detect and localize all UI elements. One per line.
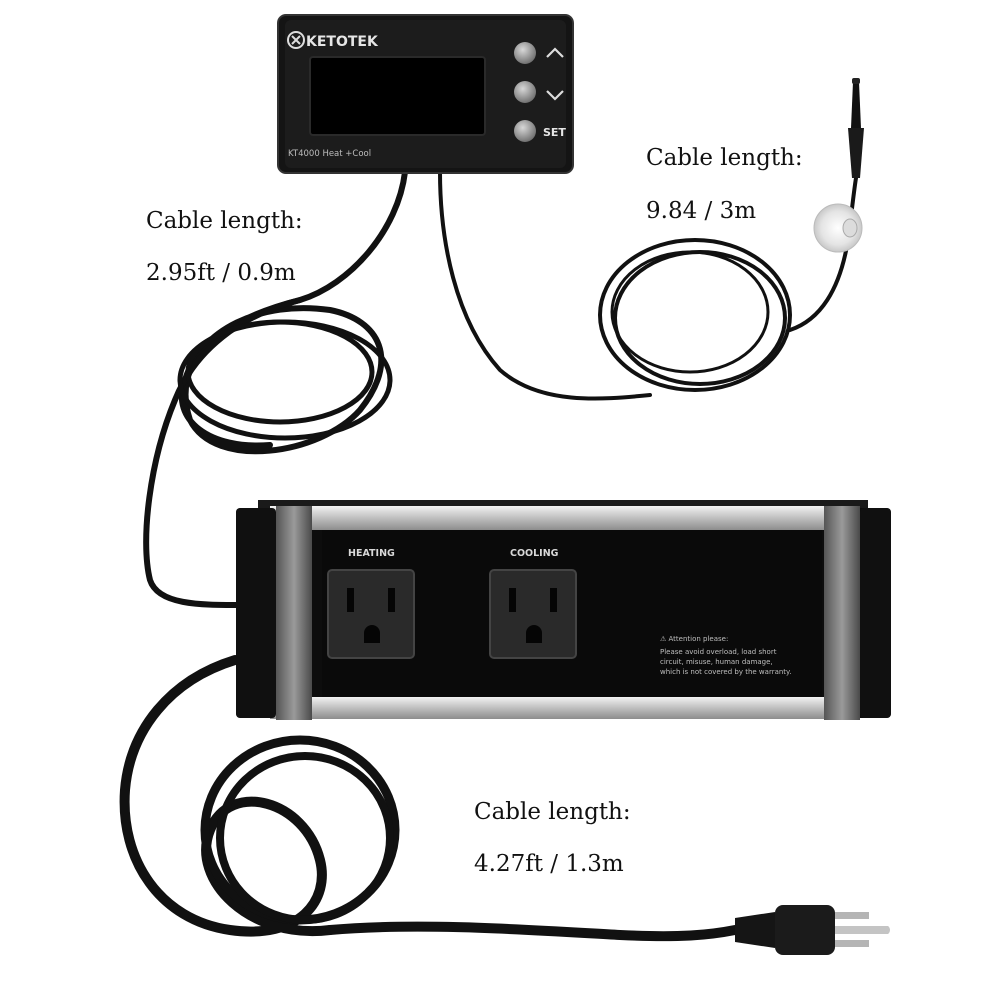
down-button[interactable]: [514, 81, 536, 103]
heating-label: HEATING: [348, 548, 395, 559]
power-cable-caption-value: 4.27ft / 1.3m: [474, 851, 624, 877]
power-cable: [119, 655, 740, 942]
sensor-cable-caption-value: 9.84 / 3m: [646, 198, 757, 224]
down-arrow-icon: [546, 90, 564, 101]
warning-line: circuit, misuse, human damage,: [660, 658, 773, 666]
warning-line: Please avoid overload, load short: [660, 648, 777, 656]
controller-cable: [143, 169, 408, 608]
set-button[interactable]: [514, 120, 536, 142]
outlet-box: HEATING COOLING ⚠ Attention please: Plea…: [236, 500, 891, 720]
controller-cable-caption-title: Cable length:: [146, 208, 303, 234]
ketotek-logo-icon: [287, 31, 305, 49]
warning-title: ⚠ Attention please:: [660, 635, 728, 643]
cooling-outlet[interactable]: [489, 569, 577, 659]
set-label: SET: [543, 126, 566, 139]
controller-cable-caption-value: 2.95ft / 0.9m: [146, 260, 296, 286]
up-button[interactable]: [514, 42, 536, 64]
lcd-display: [309, 56, 486, 136]
brand-label: KETOTEK: [306, 34, 379, 50]
model-label: KT4000 Heat +Cool: [288, 149, 371, 159]
sensor-cable-caption-title: Cable length:: [646, 145, 803, 171]
warning-text: ⚠ Attention please: Please avoid overloa…: [660, 635, 791, 676]
power-cable-caption-title: Cable length:: [474, 799, 631, 825]
up-arrow-icon: [546, 47, 564, 58]
suction-cup-icon: [813, 203, 863, 253]
cooling-label: COOLING: [510, 548, 559, 559]
warning-line: which is not covered by the warranty.: [660, 668, 791, 676]
controller-unit: KETOTEK KT4000 Heat +Cool SET: [277, 14, 574, 174]
plug-icon: [735, 905, 891, 955]
heating-outlet[interactable]: [327, 569, 415, 659]
probe-icon: [848, 78, 864, 178]
